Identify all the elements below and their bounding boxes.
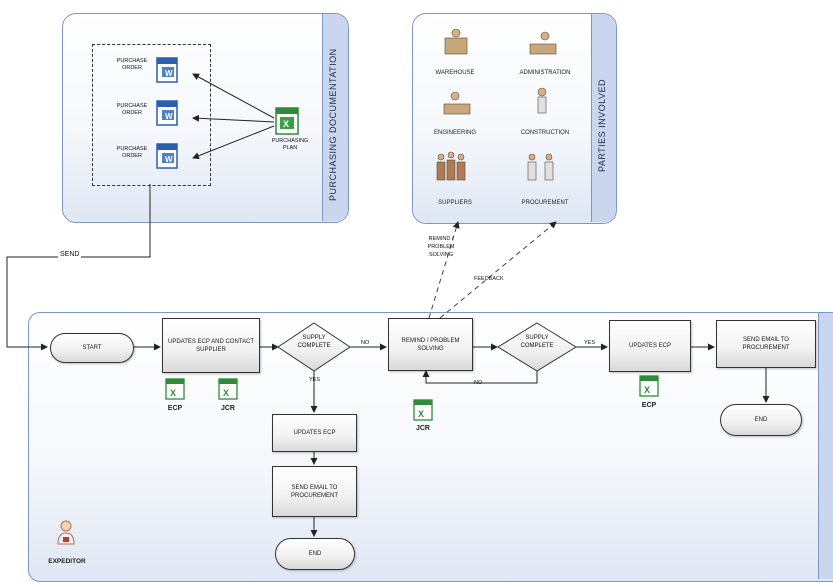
warehouse-icon xyxy=(444,28,468,55)
svg-text:X: X xyxy=(283,119,289,129)
expeditor-lane-label: EXPEDITOR xyxy=(48,558,86,565)
ecp-file-label-2: ECP xyxy=(641,402,657,409)
excel-purchasing-plan-icon: X xyxy=(275,107,299,135)
end-terminator-down: END xyxy=(275,538,355,570)
party-warehouse-label: WAREHOUSE xyxy=(435,70,475,76)
construction-icon xyxy=(537,87,547,114)
updates-ecp-contact-supplier-process: UPDATES ECP AND CONTACT SUPPLIER xyxy=(162,318,260,373)
purchasing-documentation-tab xyxy=(322,14,348,221)
send-connector-label: SEND xyxy=(58,251,82,258)
purchase-order-label-3: PURCHASE ORDER xyxy=(116,146,148,159)
purchasing-documentation-panel xyxy=(62,13,349,223)
no-label-1: NO xyxy=(361,340,370,346)
suppliers-icon xyxy=(436,151,466,181)
svg-text:X: X xyxy=(170,388,176,398)
purchase-order-label-1: PURCHASE ORDER xyxy=(116,58,148,71)
updates-ecp-process-down: UPDATES ECP xyxy=(272,414,357,452)
send-email-procurement-process-right: SEND EMAIL TO PROCUREMENT xyxy=(716,320,816,368)
svg-text:X: X xyxy=(418,409,424,419)
excel-ecp-icon-1: X xyxy=(165,378,185,400)
party-construction-label: CONSTRUCTION xyxy=(520,130,570,136)
jcr-file-label-2: JCR xyxy=(415,425,430,432)
updates-ecp-process-right: UPDATES ECP xyxy=(609,320,691,372)
no-label-2: NO xyxy=(474,380,483,386)
party-administration-label: ADMINISTRATION xyxy=(519,70,571,76)
supply-complete-label-1: SUPPLY COMPLETE xyxy=(297,335,331,349)
jcr-file-label-1: JCR xyxy=(220,405,235,412)
feedback-connector-label: FEEDBACK xyxy=(474,276,504,282)
purchasing-plan-label: PURCHASING PLAN xyxy=(271,138,309,151)
party-procurement-label: PROCUREMENT xyxy=(521,200,569,206)
svg-text:X: X xyxy=(644,385,650,395)
parties-involved-tab xyxy=(591,14,616,222)
yes-label-2: YES xyxy=(584,340,596,346)
expeditor-lane-tab xyxy=(818,313,833,579)
excel-jcr-icon-1: X xyxy=(218,378,238,400)
svg-text:W: W xyxy=(165,69,173,78)
purchase-orders-group xyxy=(92,44,211,186)
procurement-icon xyxy=(527,153,554,181)
end-terminator-right: END xyxy=(720,404,802,436)
party-suppliers-label: SUPPLIERS xyxy=(438,200,472,206)
svg-text:X: X xyxy=(223,388,229,398)
word-document-icon-3: W xyxy=(156,143,178,169)
word-document-icon-1: W xyxy=(156,57,178,83)
send-email-procurement-process-down: SEND EMAIL TO PROCUREMENT xyxy=(272,466,357,517)
supply-complete-decision-1 xyxy=(277,322,351,372)
svg-text:W: W xyxy=(165,112,173,121)
excel-ecp-icon-2: X xyxy=(639,375,659,397)
svg-text:W: W xyxy=(165,155,173,164)
party-engineering-label: ENGINEERING xyxy=(433,130,476,136)
remind-problem-solving-process: REMIND / PROBLEM SOLVING xyxy=(388,318,473,371)
excel-jcr-icon-2: X xyxy=(413,399,433,421)
word-document-icon-2: W xyxy=(156,100,178,126)
engineering-icon xyxy=(443,91,471,115)
supply-complete-label-2: SUPPLY COMPLETE xyxy=(520,335,554,349)
start-terminator: START xyxy=(50,333,134,363)
ecp-file-label-1: ECP xyxy=(167,405,183,412)
supply-complete-decision-2 xyxy=(497,322,577,372)
remind-connector-label: REMIND / PROBLEM SOLVING xyxy=(427,236,455,258)
purchase-order-label-2: PURCHASE ORDER xyxy=(116,103,148,116)
yes-label-1: YES xyxy=(309,377,321,383)
administration-icon xyxy=(529,31,557,55)
